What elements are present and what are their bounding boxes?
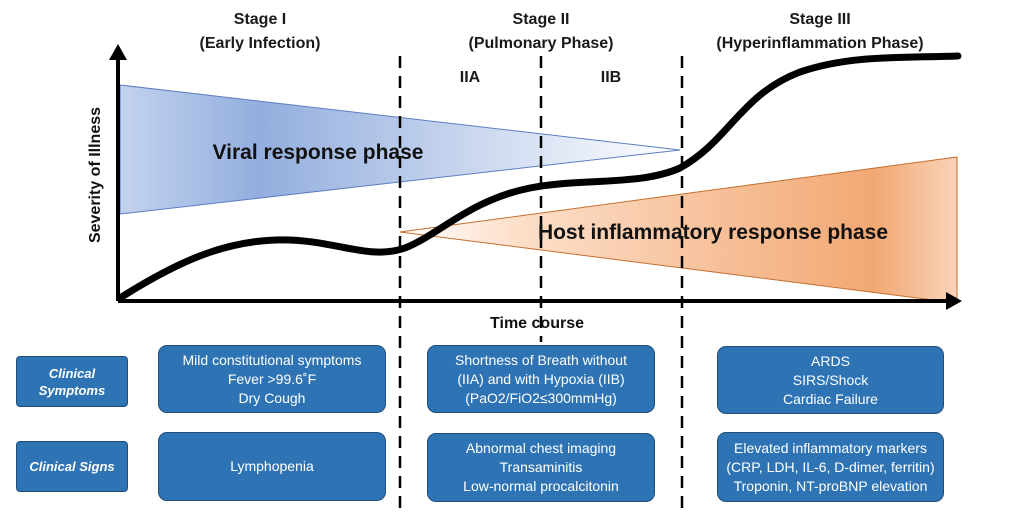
stage-2-sign-2: Transaminitis (499, 459, 583, 475)
stage-3-subtitle: (Hyperinflammation Phase) (716, 35, 923, 52)
stage-3-symptom-2: SIRS/Shock (792, 371, 869, 388)
stage-2-sign-3: Low-normal procalcitonin (463, 478, 619, 494)
stage-2-symptoms-box: Shortness of Breath without (IIA) and wi… (427, 345, 655, 413)
viral-phase-label: Viral response phase (213, 141, 424, 164)
stage-1-title: Stage I (234, 11, 286, 28)
stage-2-sign-1: Abnormal chest imaging (465, 440, 617, 456)
stage-3-sign-1: Elevated inflammatory markers (734, 439, 927, 456)
sub-stage-iia: IIA (460, 69, 481, 86)
stage-3-symptom-3: Cardiac Failure (783, 390, 878, 407)
sub-stage-iib: IIB (601, 69, 621, 86)
stage-3-sign-2: (CRP, LDH, IL-6, D-dimer, ferritin) (726, 458, 935, 475)
host-response-wedge (399, 156, 958, 304)
y-axis-label: Severity of Illness (87, 107, 104, 243)
stage-2-signs-box: Abnormal chest imaging Transaminitis Low… (427, 433, 655, 502)
stage-3-symptom-1: ARDS (811, 352, 850, 369)
clinical-symptoms-label-line1: Clinical (48, 365, 96, 381)
stage-1-symptom-3: Dry Cough (238, 389, 306, 406)
stage-3-sign-3: Troponin, NT-proBNP elevation (733, 477, 928, 494)
stage-1-signs-box: Lymphopenia (158, 432, 386, 501)
stage-1-symptom-2: Fever >99.6˚F (227, 370, 317, 387)
severity-curve (116, 52, 962, 302)
clinical-signs-label: Clinical Signs (16, 441, 128, 492)
stage-2-subtitle: (Pulmonary Phase) (469, 35, 614, 52)
stage-3-signs-box: Elevated inflammatory markers (CRP, LDH,… (717, 432, 944, 502)
stage-3-symptoms-box: ARDS SIRS/Shock Cardiac Failure (717, 346, 944, 414)
stage-1-symptoms-box: Mild constitutional symptoms Fever >99.6… (158, 345, 386, 413)
clinical-symptoms-label: Clinical Symptoms (16, 356, 128, 407)
stage-1-symptom-1: Mild constitutional symptoms (182, 351, 362, 368)
stage-2-title: Stage II (513, 11, 570, 28)
clinical-signs-label-text: Clinical Signs (29, 459, 115, 474)
y-axis-arrowhead (109, 44, 127, 60)
x-axis-label: Time course (490, 315, 584, 332)
clinical-symptoms-label-line2: Symptoms (38, 382, 106, 398)
stage-1-sign-1: Lymphopenia (230, 458, 314, 474)
stage-2-symptom-1: Shortness of Breath without (455, 351, 627, 368)
x-axis-arrowhead (946, 292, 962, 310)
stage-2-symptom-3: (PaO2/FiO2≤300mmHg) (465, 389, 617, 406)
host-phase-label: Host inflammatory response phase (538, 221, 888, 244)
stage-3-title: Stage III (789, 11, 850, 28)
stage-2-symptom-2: (IIA) and with Hypoxia (IIB) (457, 370, 625, 387)
stage-1-subtitle: (Early Infection) (200, 35, 321, 52)
